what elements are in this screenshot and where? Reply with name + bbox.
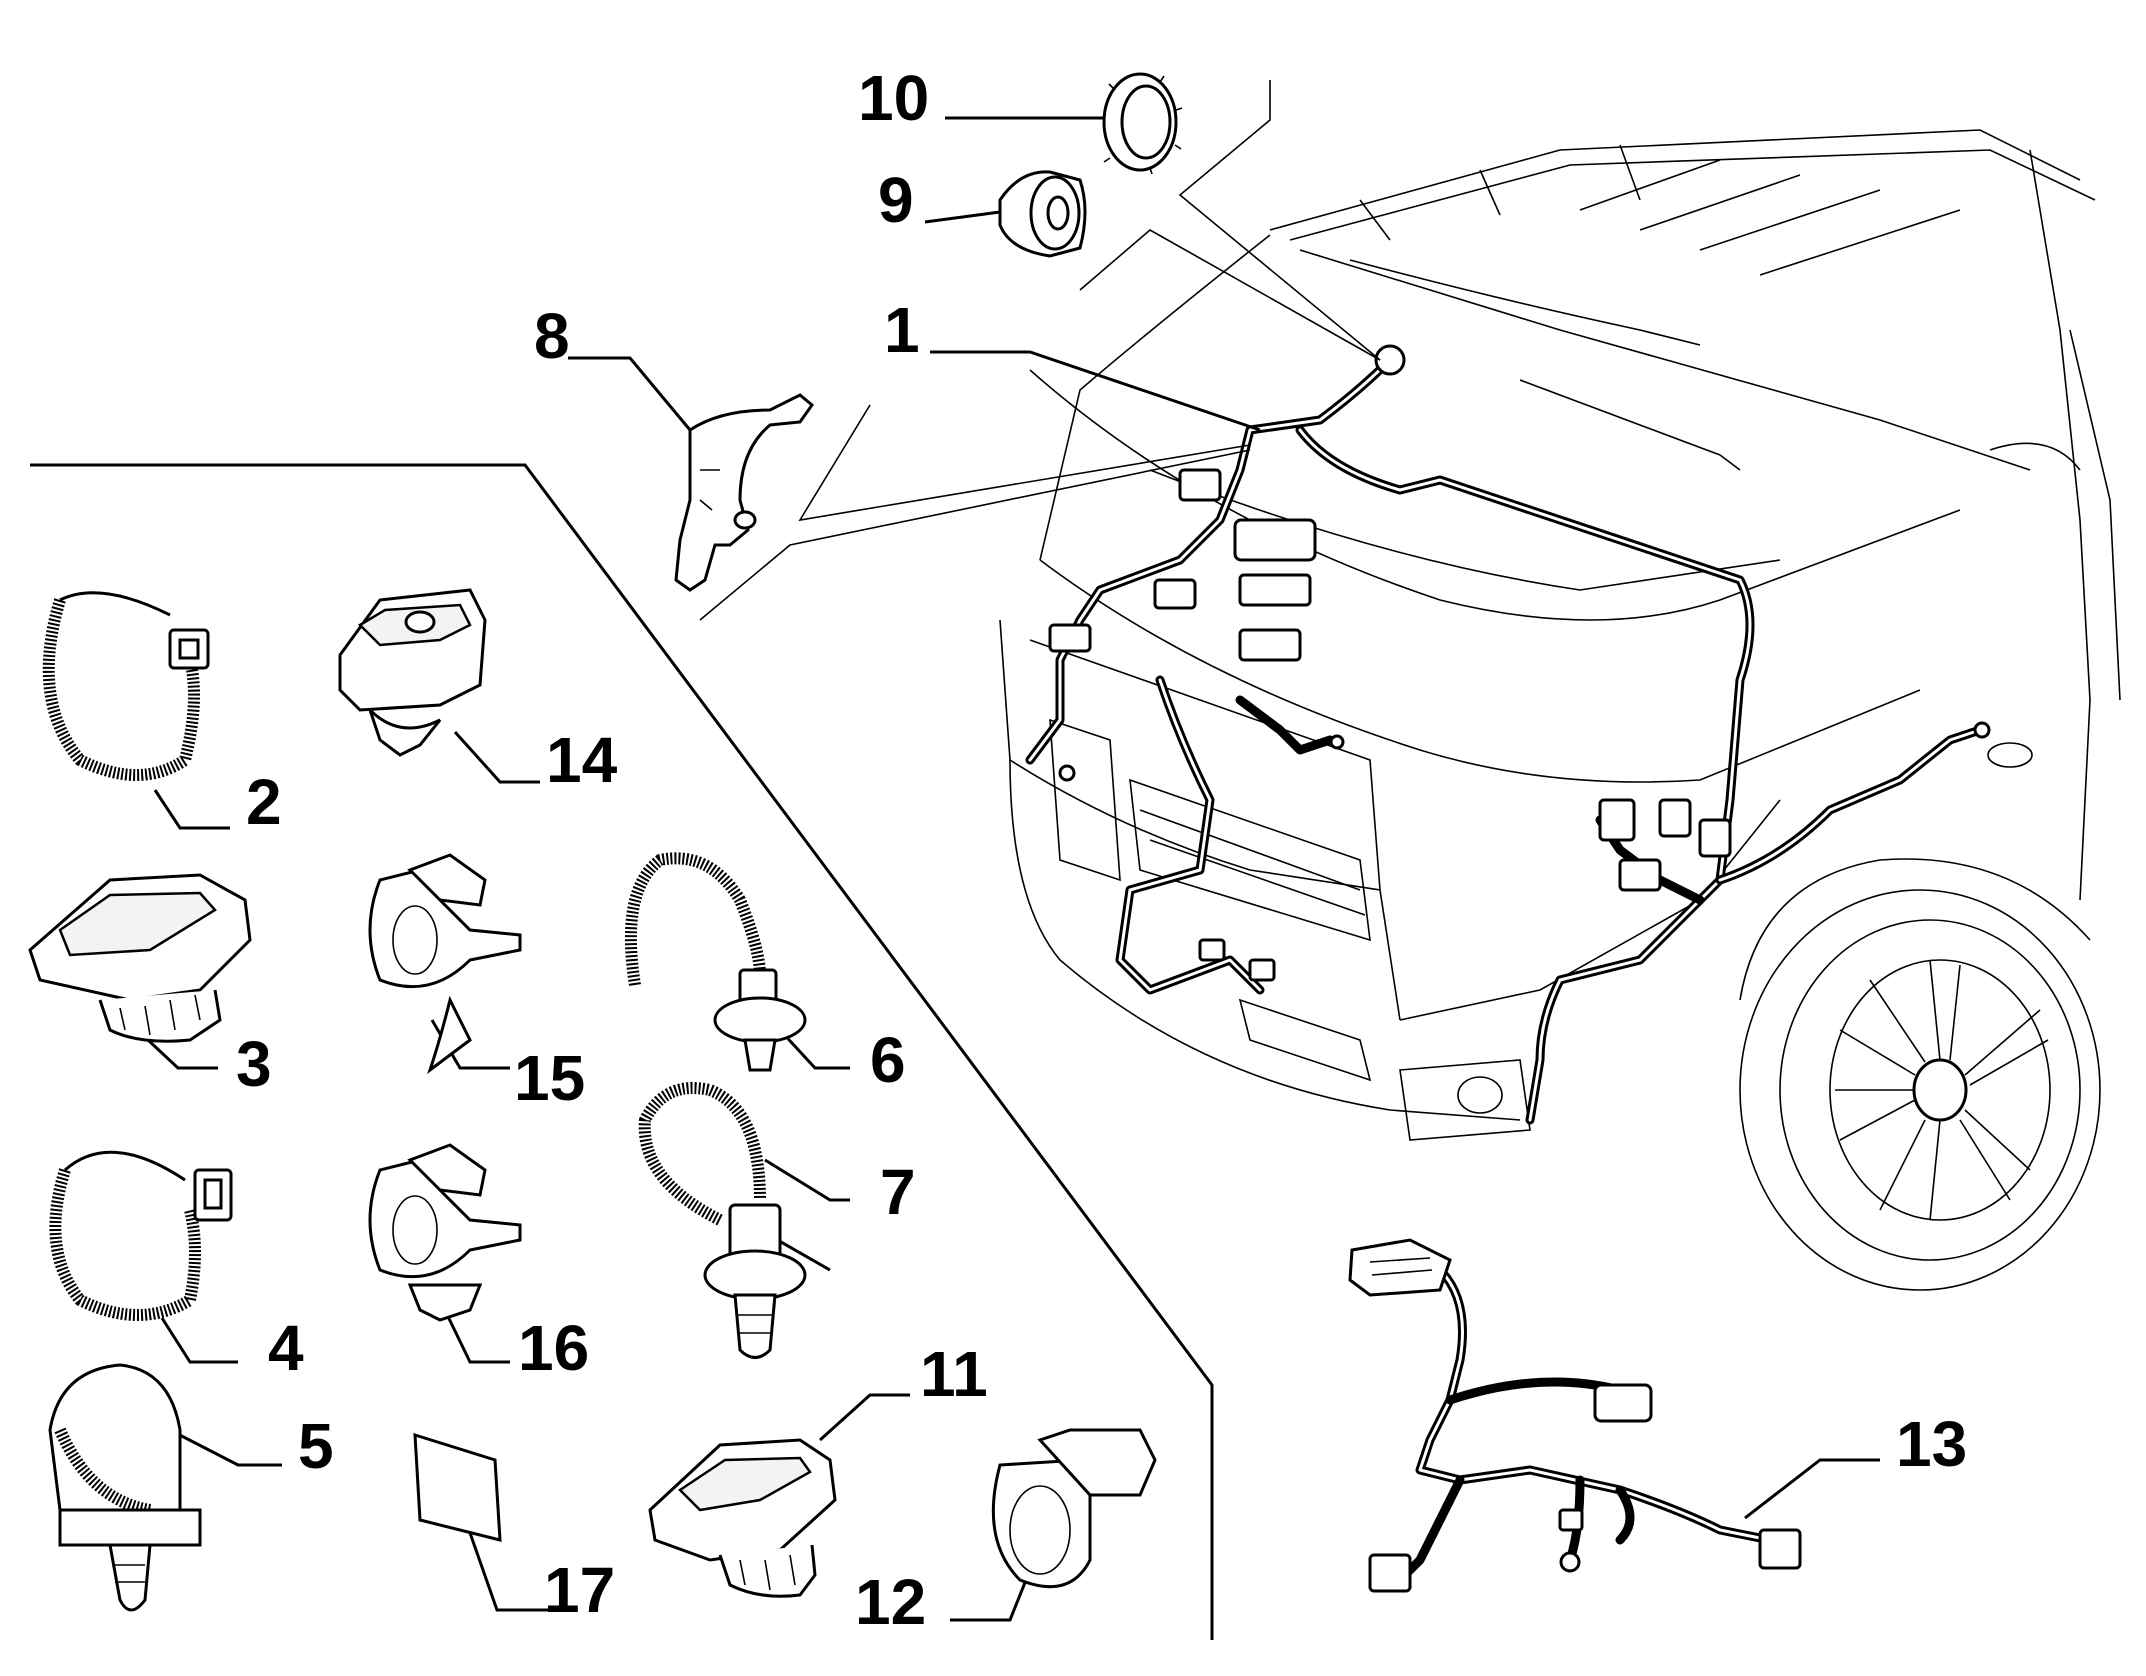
- part-12-p-clip: [991, 1428, 1157, 1589]
- part-16-p-clip: [368, 1143, 522, 1322]
- callout-9: 9: [878, 164, 914, 236]
- part-14-clamp-block: [338, 588, 487, 757]
- callout-4: 4: [268, 1312, 304, 1384]
- callout-6: 6: [870, 1024, 906, 1096]
- callout-8: 8: [534, 300, 570, 372]
- callout-17: 17: [544, 1554, 615, 1626]
- kit-boundary-line: [30, 463, 1214, 1640]
- part-15-p-clip: [368, 853, 522, 1075]
- callout-13: 13: [1896, 1408, 1967, 1480]
- callout-7: 7: [880, 1156, 916, 1228]
- part-11-retaining-clip: [648, 1438, 837, 1598]
- callout-14: 14: [546, 724, 618, 796]
- part-9-grommet: [998, 170, 1087, 258]
- callout-15: 15: [514, 1042, 585, 1114]
- callout-2: 2: [246, 766, 282, 838]
- callout-1: 1: [884, 294, 920, 366]
- part-3-retaining-clip: [28, 873, 252, 1043]
- part-17-pad: [413, 1432, 502, 1542]
- callout-10: 10: [858, 62, 929, 134]
- part-5-tie-push-mount: [48, 1363, 202, 1612]
- callout-16: 16: [518, 1312, 589, 1384]
- main-wiring-harness: [1025, 344, 1991, 1125]
- part-6-tie-push-anchor: [624, 852, 807, 1072]
- callout-12: 12: [855, 1566, 926, 1638]
- callout-numbers: 1 2 3 4 5 6 7 8 9 10 11 12 13 14 15 16 1…: [236, 62, 1967, 1638]
- part-8-harness-bracket: [674, 393, 815, 592]
- front-wheel: [1739, 858, 2101, 1291]
- part-13-sub-harness: [1348, 1238, 1802, 1593]
- callout-5: 5: [298, 1410, 334, 1482]
- part-10-ring-clamp: [1102, 72, 1183, 175]
- part-2-cable-tie: [42, 591, 210, 781]
- vehicle-front-illustration: [999, 129, 2121, 1291]
- callout-3: 3: [236, 1028, 272, 1100]
- part-4-cable-tie: [49, 1150, 233, 1321]
- part-7-tie-push-anchor: [638, 1082, 831, 1359]
- callout-11: 11: [920, 1338, 988, 1410]
